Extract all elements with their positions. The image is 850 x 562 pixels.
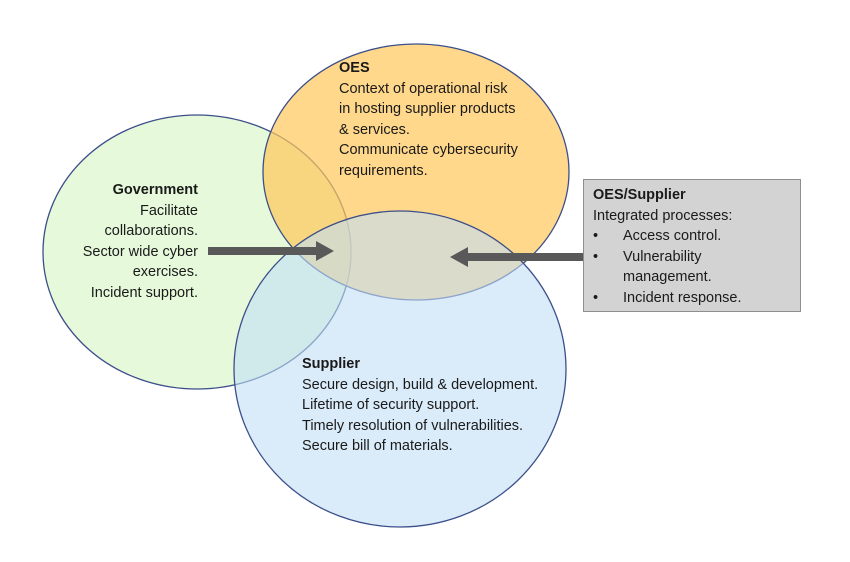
oes-text: OES Context of operational risk in hosti…: [339, 58, 569, 181]
government-arrow: [208, 241, 334, 261]
oes-supplier-arrow: [450, 247, 583, 267]
supplier-title: Supplier: [302, 356, 361, 372]
government-line: Facilitate: [139, 202, 198, 219]
bullet-icon: •: [593, 248, 599, 265]
government-text: Government Facilitate collaborations. Se…: [40, 180, 198, 303]
list-item-text: Incident response.: [623, 289, 742, 306]
bullet-icon: •: [593, 228, 599, 244]
list-item-text: Vulnerability: [623, 248, 702, 265]
government-line: exercises.: [132, 264, 198, 280]
government-title: Government: [112, 182, 198, 198]
oes-supplier-title: OES/Supplier: [593, 187, 686, 203]
government-line: Sector wide cyber: [82, 243, 198, 260]
list-item-text: management.: [623, 269, 712, 285]
supplier-circle: [233, 210, 567, 528]
supplier-line: Timely resolution of vulnerabilities.: [302, 417, 524, 434]
oes-line: Communicate cybersecurity: [339, 142, 518, 158]
oes-title: OES: [339, 60, 370, 76]
list-item-text: Access control.: [623, 228, 722, 244]
government-line: Incident support.: [90, 284, 198, 301]
list-item: • Access control.: [593, 226, 792, 247]
supplier-line: Secure bill of materials.: [302, 438, 453, 454]
bullet-icon: •: [593, 289, 599, 306]
oes-line: & services.: [339, 121, 410, 138]
oes-supplier-list: • Access control. • Vulnerability manage…: [593, 226, 792, 308]
oes-supplier-box: OES/Supplier Integrated processes: • Acc…: [583, 179, 801, 312]
government-line: collaborations.: [104, 223, 199, 239]
list-item: • Vulnerability management.: [593, 247, 792, 288]
oes-line: Context of operational risk: [339, 80, 508, 97]
oes-line: requirements.: [339, 162, 428, 179]
supplier-line: Lifetime of security support.: [302, 397, 480, 413]
oes-line: in hosting supplier products: [339, 101, 516, 117]
supplier-text: Supplier Secure design, build & developm…: [302, 354, 572, 457]
oes-supplier-intro: Integrated processes:: [593, 207, 733, 224]
supplier-line: Secure design, build & development.: [302, 376, 539, 393]
list-item: • Incident response.: [593, 288, 792, 309]
